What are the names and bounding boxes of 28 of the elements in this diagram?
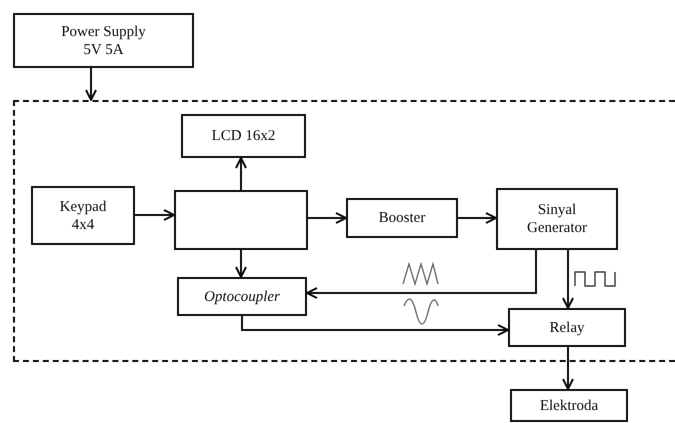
arrow — [306, 250, 537, 299]
arrow — [458, 212, 497, 224]
block-label: Keypad 4x4 — [58, 198, 108, 234]
block-label: Optocoupler — [204, 288, 280, 306]
block-label: Power Supply 5V 5A — [60, 22, 147, 58]
block-box — [181, 114, 306, 158]
block-label: Booster — [378, 209, 426, 227]
block-label: Sinyal Generator — [526, 201, 588, 237]
block-box — [177, 277, 307, 316]
dashed-boundary — [13, 100, 675, 362]
block-label: LCD 16x2 — [212, 127, 276, 145]
block-label: Elektroda — [540, 396, 598, 414]
block-box — [510, 389, 628, 422]
block-box — [346, 198, 458, 238]
arrow — [241, 316, 509, 336]
arrow — [135, 209, 175, 221]
arrow — [85, 68, 97, 101]
arrow — [562, 250, 574, 309]
arrow — [562, 347, 574, 390]
empty-block-box — [174, 190, 308, 250]
block-box — [13, 13, 194, 68]
block-box — [496, 188, 618, 250]
block-box — [508, 308, 626, 347]
block-box — [31, 186, 135, 245]
arrow — [235, 157, 247, 190]
arrow — [308, 212, 347, 224]
arrow — [235, 250, 247, 278]
block-label: Relay — [550, 318, 584, 336]
